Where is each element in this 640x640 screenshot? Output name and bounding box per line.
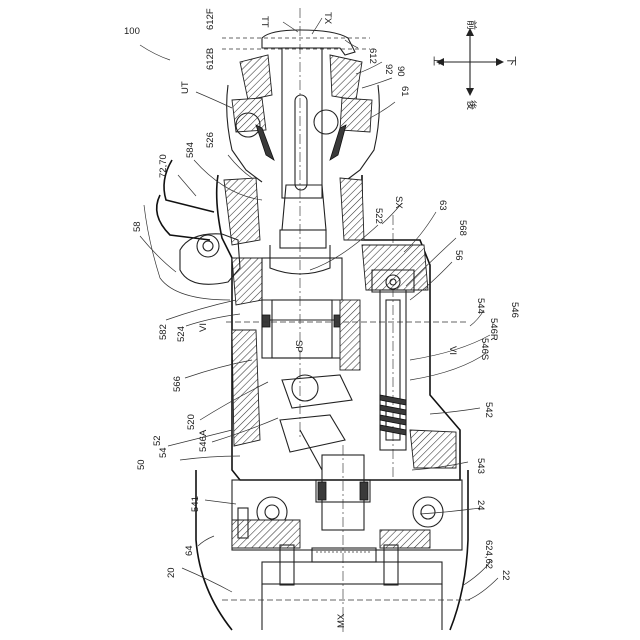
label-568: 568 (457, 220, 468, 236)
label-24: 24 (475, 500, 486, 511)
piston-cylinder (262, 245, 360, 370)
label-58: 58 (132, 221, 143, 232)
housing (217, 175, 460, 480)
label-54: 54 (158, 447, 169, 458)
label-50: 50 (136, 459, 147, 470)
label-526: 526 (205, 132, 216, 148)
label-612: 612 (367, 48, 378, 64)
label-61: 61 (399, 86, 410, 97)
label-ut: UT (180, 81, 191, 94)
label-624-62: 624,62 (483, 540, 494, 569)
label-sx: SX (393, 196, 404, 209)
label-612b: 612B (205, 48, 216, 70)
label-544: 544 (475, 298, 486, 314)
label-546a: 546A (198, 429, 209, 452)
label-72-70: 72,70 (158, 154, 169, 178)
label-543: 543 (475, 458, 486, 474)
label-584: 584 (185, 142, 196, 158)
label-524: 524 (176, 326, 187, 342)
label-52: 52 (152, 435, 163, 446)
label-90: 90 (395, 66, 406, 77)
label-92: 92 (383, 64, 394, 75)
label-front: 前 (465, 20, 478, 30)
crank-mechanism (280, 375, 352, 470)
label-522: 522 (373, 208, 384, 224)
label-vi-left: VI (198, 323, 209, 332)
label-56: 56 (453, 250, 464, 261)
label-612f: 612F (205, 8, 216, 30)
label-tt: TT (259, 16, 270, 28)
label-sp: SP (293, 340, 304, 353)
direction-compass (436, 28, 504, 96)
label-rear: 後 (465, 100, 478, 110)
label-down: 下 (505, 56, 516, 66)
label-63: 63 (437, 200, 448, 211)
motor (196, 455, 470, 630)
label-vi-right: VI (447, 346, 458, 355)
label-100: 100 (124, 26, 140, 37)
label-542: 542 (483, 402, 494, 418)
label-541: 541 (190, 496, 201, 512)
label-up: 上 (431, 56, 443, 66)
label-22: 22 (500, 570, 511, 581)
label-20: 20 (166, 567, 177, 578)
label-tx: TX (322, 12, 333, 25)
label-546s: 546S (479, 338, 490, 360)
label-64: 64 (184, 545, 195, 556)
label-582: 582 (158, 324, 169, 340)
label-546: 546 (509, 302, 520, 318)
label-mx: MX (336, 613, 347, 628)
label-520: 520 (186, 414, 197, 430)
label-566: 566 (172, 376, 183, 392)
